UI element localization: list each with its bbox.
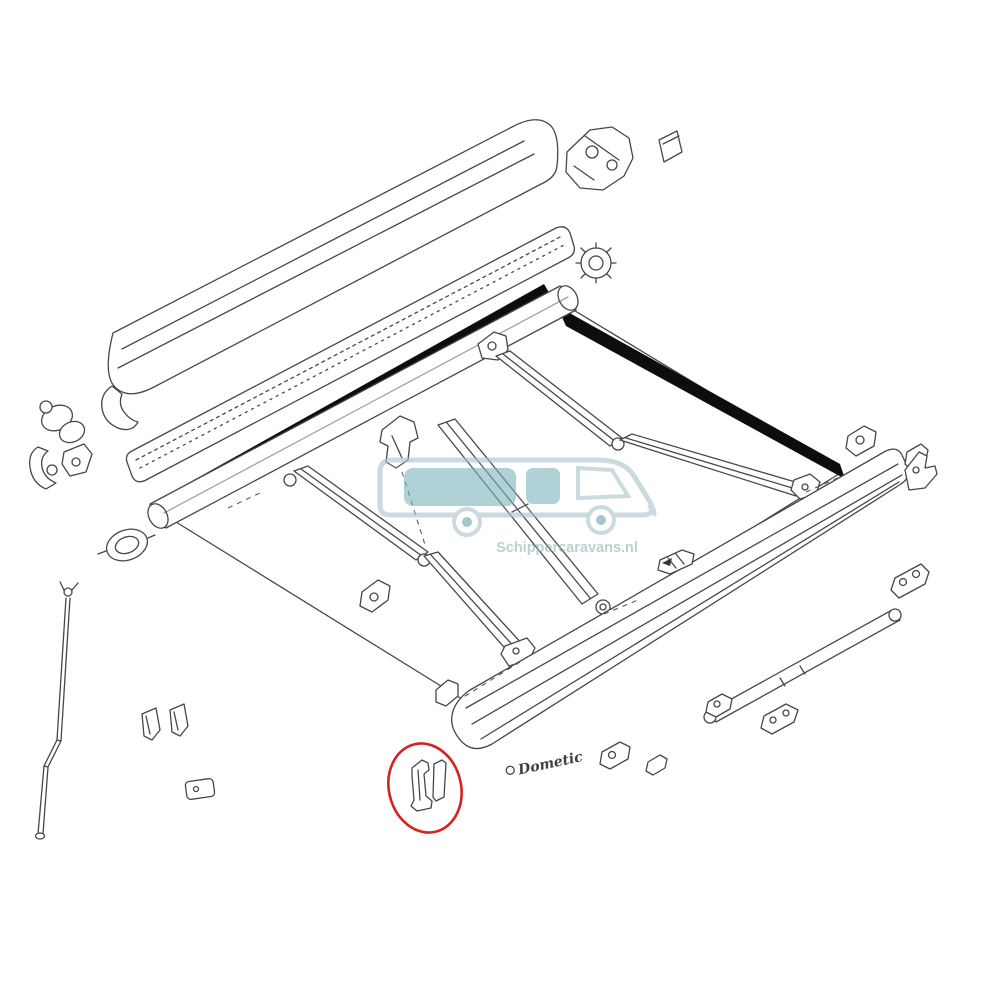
rafter-support-arm	[703, 608, 902, 724]
brand-logo: Dometic	[505, 749, 585, 779]
shim-plate	[658, 130, 683, 163]
small-tension-part	[657, 549, 695, 575]
front-lead-rail	[451, 443, 929, 750]
watermark: Schippercaravans.nl	[377, 457, 657, 556]
arm-shoulder-bracket-right	[477, 331, 509, 361]
awning-case-top-cover	[101, 119, 559, 431]
fabric-clips	[141, 703, 189, 741]
small-cover-plate	[184, 778, 216, 800]
lower-bracket-small	[705, 693, 733, 718]
brand-logo-mark	[505, 765, 515, 775]
watermark-text: Schippercaravans.nl	[496, 540, 638, 556]
brand-logo-text: Dometic	[516, 749, 585, 779]
right-bracket-upper	[845, 425, 877, 457]
bottom-clamp-right	[645, 754, 668, 776]
spring-arm-right	[477, 331, 821, 500]
cover-end-curl	[101, 385, 139, 431]
bottom-clamp-left	[599, 741, 631, 770]
crank-handle-rod	[34, 581, 79, 840]
right-bracket-hook	[904, 451, 938, 491]
rail-nose-bracket	[435, 679, 459, 707]
highlighted-part	[410, 759, 447, 812]
mid-clamp-bracket	[359, 579, 391, 613]
lower-bracket-wide	[760, 703, 799, 735]
fabric-roll-band-right	[557, 306, 845, 479]
back-mounting-rail	[125, 226, 576, 483]
left-hardware-cluster	[29, 400, 93, 490]
gas-strut	[437, 418, 611, 615]
roller-end-cap-right	[575, 242, 617, 284]
roller-end-cap-left	[97, 528, 156, 562]
highlight-ellipse	[387, 742, 463, 834]
top-right-mount-bracket	[565, 126, 634, 191]
roller-tube	[147, 285, 579, 529]
spring-arm-left	[283, 465, 558, 671]
right-strap-bracket	[890, 563, 930, 599]
motorhome-watermark-icon	[377, 457, 657, 537]
